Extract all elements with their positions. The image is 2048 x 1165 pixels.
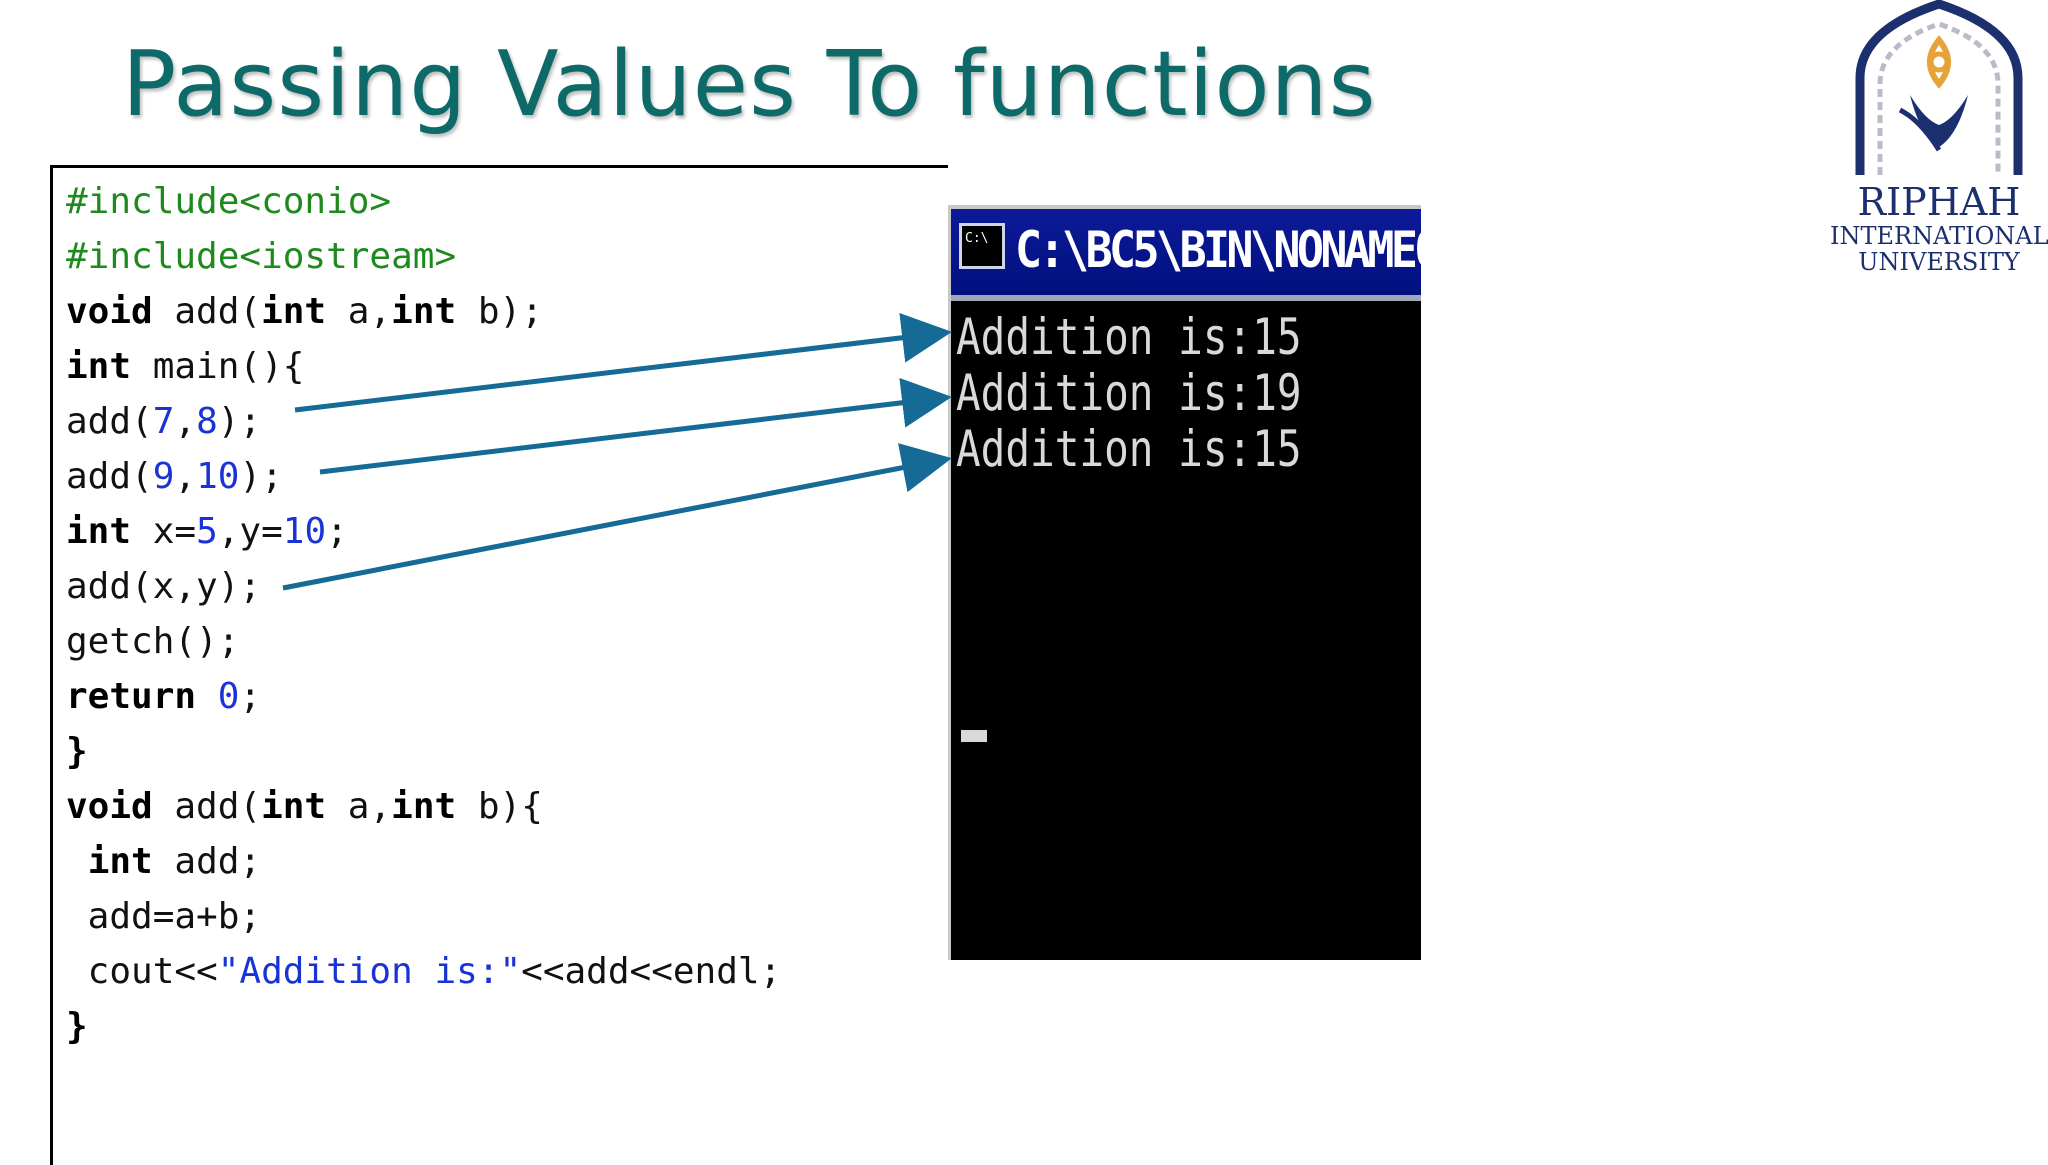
code-token: b){ bbox=[456, 786, 543, 827]
university-logo: RIPHAH INTERNATIONAL UNIVERSITY bbox=[1830, 0, 2048, 280]
code-token: 0 bbox=[217, 676, 240, 717]
logo-name: RIPHAH bbox=[1857, 180, 2021, 224]
code-token: 10 bbox=[282, 511, 327, 552]
code-token: 9 bbox=[152, 456, 175, 497]
code-token: a, bbox=[326, 291, 392, 332]
code-token: int bbox=[261, 291, 327, 332]
code-line: void add(int a,int b){ bbox=[66, 779, 781, 834]
code-line: } bbox=[66, 999, 781, 1054]
code-token: ); bbox=[239, 456, 283, 497]
code-token: #include<iostream> bbox=[66, 236, 457, 277]
code-token: getch(); bbox=[66, 621, 240, 662]
code-line: getch(); bbox=[66, 614, 781, 669]
code-token: int bbox=[261, 786, 327, 827]
code-token: ,y= bbox=[217, 511, 283, 552]
code-line: void add(int a,int b); bbox=[66, 284, 781, 339]
code-token: ; bbox=[326, 511, 348, 552]
console-title: C:\BC5\BIN\NONAME00 bbox=[1015, 221, 1421, 279]
code-token: int bbox=[87, 841, 153, 882]
slide-title: Passing Values To functions bbox=[122, 32, 1377, 137]
code-line: add(7,8); bbox=[66, 394, 781, 449]
code-token: x= bbox=[131, 511, 197, 552]
code-token: add( bbox=[66, 456, 153, 497]
code-token bbox=[196, 676, 218, 717]
code-token: , bbox=[174, 401, 197, 442]
code-line: } bbox=[66, 724, 781, 779]
code-token: 7 bbox=[152, 401, 175, 442]
code-token: int bbox=[391, 291, 457, 332]
logo-emblem-icon bbox=[1855, 0, 2023, 175]
code-token: int bbox=[66, 511, 132, 552]
console-cursor bbox=[961, 730, 987, 742]
code-line: int x=5,y=10; bbox=[66, 504, 781, 559]
code-token: int bbox=[66, 346, 132, 387]
code-token: add( bbox=[66, 401, 153, 442]
code-token: 5 bbox=[196, 511, 218, 552]
console-titlebar[interactable]: C:\ C:\BC5\BIN\NONAME00 bbox=[951, 209, 1421, 301]
code-token: cout<< bbox=[66, 951, 218, 992]
code-token: , bbox=[174, 456, 197, 497]
code-token: add=a+b; bbox=[66, 896, 262, 937]
code-token: a, bbox=[326, 786, 392, 827]
code-line: return 0; bbox=[66, 669, 781, 724]
console-output-line: Addition is:15 bbox=[956, 308, 1302, 366]
code-line: #include<conio> bbox=[66, 174, 781, 229]
code-token: add( bbox=[152, 786, 262, 827]
code-token: ; bbox=[239, 676, 262, 717]
logo-subtitle-1: INTERNATIONAL bbox=[1830, 222, 2048, 250]
code-token: 8 bbox=[196, 401, 218, 442]
console-output-line: Addition is:19 bbox=[956, 364, 1302, 422]
code-token: int bbox=[391, 786, 457, 827]
code-line: int add; bbox=[66, 834, 781, 889]
code-token bbox=[66, 841, 88, 882]
code-token: <<add<<endl; bbox=[521, 951, 782, 992]
code-listing: #include<conio> #include<iostream> void ad… bbox=[66, 174, 781, 1054]
code-line: add=a+b; bbox=[66, 889, 781, 944]
code-token: } bbox=[66, 1006, 88, 1047]
code-token: 10 bbox=[196, 456, 240, 497]
code-line: cout<<"Addition is:"<<add<<endl; bbox=[66, 944, 782, 999]
code-line: int main(){ bbox=[66, 339, 781, 394]
code-line: add(x,y); bbox=[66, 559, 781, 614]
code-token: } bbox=[66, 731, 88, 772]
code-token: void bbox=[66, 786, 153, 827]
code-token: add(x,y); bbox=[66, 566, 262, 607]
code-token: ); bbox=[217, 401, 262, 442]
code-token: void bbox=[66, 291, 153, 332]
code-token: add; bbox=[152, 841, 262, 882]
code-token: b); bbox=[456, 291, 543, 332]
code-token: #include<conio> bbox=[66, 181, 392, 222]
logo-subtitle-2: UNIVERSITY bbox=[1858, 248, 2020, 276]
console-app-icon: C:\ bbox=[959, 223, 1005, 269]
code-token: main(){ bbox=[131, 346, 305, 387]
code-token: add( bbox=[152, 291, 262, 332]
code-line: add(9,10); bbox=[66, 449, 781, 504]
code-token: "Addition is:" bbox=[217, 951, 522, 992]
code-token: return bbox=[66, 676, 197, 717]
code-editor-frame bbox=[50, 165, 948, 1165]
console-output-line: Addition is:15 bbox=[956, 420, 1302, 478]
code-line: #include<iostream> bbox=[66, 229, 781, 284]
